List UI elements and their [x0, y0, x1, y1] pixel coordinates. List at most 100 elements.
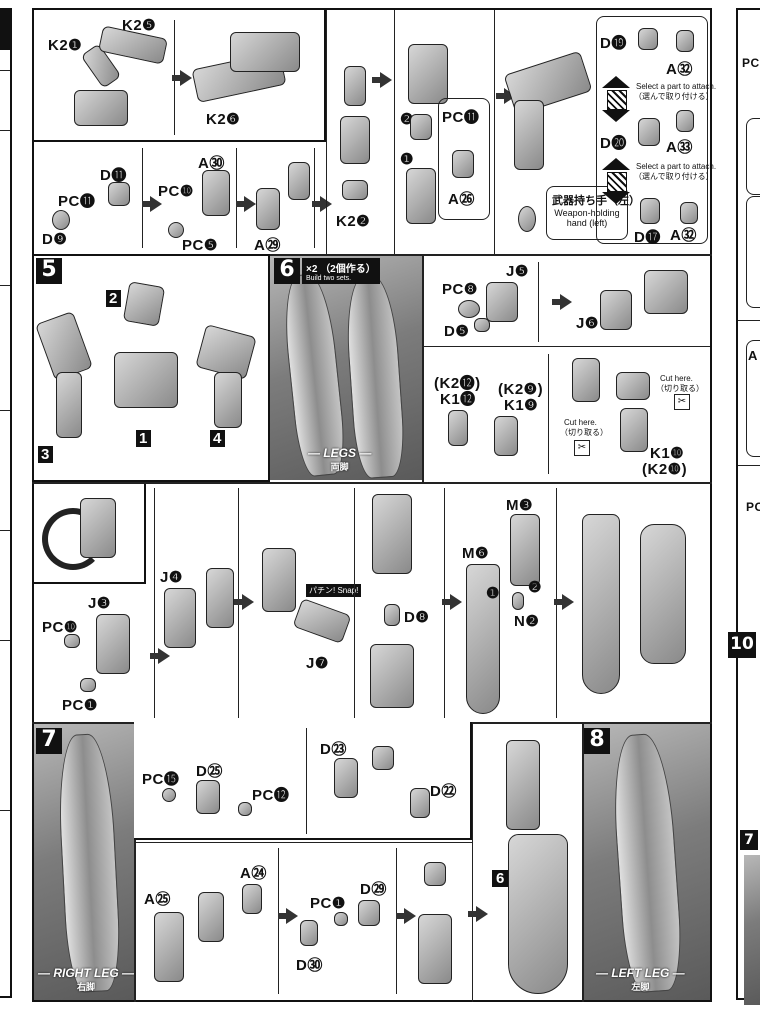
part-label-pc-11: PC⓫ — [58, 193, 96, 210]
part-illustration — [486, 282, 518, 322]
hand-part-illustration — [640, 198, 660, 224]
part-label-d-22: D㉒ — [430, 783, 457, 800]
right-edge-label-a: A — [748, 348, 758, 363]
step4-sub2-panel: PC⓫ D⓫ D❾ PC❿ A㉚ PC❺ A㉙ K2❷ — [34, 142, 374, 254]
part-illustration — [372, 746, 394, 770]
part-illustration — [474, 318, 490, 332]
part-label-d-9: D❾ — [42, 231, 68, 248]
part-label-d-11: D⓫ — [100, 167, 127, 184]
part-illustration — [96, 614, 130, 674]
select-note-jp-2: （選んで取り付ける） — [634, 172, 714, 181]
step7-callout-6: 6 — [492, 870, 509, 887]
part-label-k2-1: K2❶ — [48, 37, 83, 54]
right-leg-caption: — RIGHT LEG — 右脚 — [38, 966, 134, 992]
part-label-a-29: A㉙ — [254, 237, 281, 254]
part-illustration — [600, 290, 632, 330]
step4-sub3-inset-box — [438, 98, 490, 220]
part-illustration — [334, 758, 358, 798]
part-label-pc-10: PC❿ — [158, 183, 194, 200]
step5-callout-2: 2 — [106, 290, 121, 307]
build-two-sets-badge: ×2 （2個作る） Build two sets. — [302, 258, 380, 284]
part-label-d-23: D㉓ — [320, 741, 347, 758]
part-label-pc-11-inset: PC⓫ — [442, 109, 480, 126]
part-illustration — [202, 170, 230, 216]
part-illustration — [256, 188, 280, 230]
part-label-k2-6: K2❻ — [206, 111, 241, 128]
step6-legs-photo: — LEGS — 両脚 — [270, 256, 422, 480]
step6-sub2-panel: (K2⓬) K1⓬ (K2❾) K1❾ Cut here. （切り取る） ✂ C… — [424, 348, 710, 480]
right-edge-step-number-10: 10 — [728, 632, 756, 658]
part-illustration — [230, 32, 300, 72]
flow-arrow — [442, 594, 462, 610]
part-label-a-32: A㉜ — [666, 61, 693, 78]
flow-arrow — [396, 908, 416, 924]
part-illustration — [196, 780, 220, 814]
rotate-hint-box — [34, 484, 146, 584]
part-illustration — [108, 182, 130, 206]
part-illustration — [34, 310, 94, 382]
step6-number: 6 — [274, 258, 300, 284]
step5-number: 5 — [36, 258, 62, 284]
step-order-1: ❶ — [400, 151, 414, 168]
part-label-a-24: A㉔ — [240, 865, 267, 882]
rotate-arrow-icon — [42, 508, 104, 570]
part-illustration — [406, 168, 436, 224]
flow-arrow — [142, 196, 162, 212]
weapon-hand-label-box — [546, 186, 628, 240]
right-edge-label-pc2: PC — [746, 500, 760, 514]
step6-sub1-panel: PC❽ J❺ D❺ J❻ — [424, 256, 710, 346]
part-label-m-6: M❻ — [462, 545, 489, 562]
right-edge-label-pc: PC — [742, 56, 760, 70]
part-label-d-25: D㉕ — [196, 763, 223, 780]
flow-arrow — [150, 648, 170, 664]
part-illustration — [238, 802, 252, 816]
part-illustration — [162, 788, 176, 802]
part-label-m-3: M❸ — [506, 497, 533, 514]
step4-sub1-panel: K2❶ K2❺ K2❻ — [34, 10, 326, 142]
right-edge-strip: PC A PC 10 7 — [728, 8, 760, 1005]
step5-callout-3: 3 — [38, 446, 53, 463]
hand-part-illustration — [638, 28, 658, 50]
select-note-jp: （選んで取り付ける） — [634, 92, 714, 101]
part-illustration — [408, 44, 448, 104]
part-label-d-20: D⓴ — [600, 135, 627, 152]
part-label-a-33: A㉝ — [666, 139, 693, 156]
part-illustration — [300, 920, 318, 946]
select-up-arrow — [602, 158, 630, 170]
part-illustration — [410, 114, 432, 140]
part-label-k2-2: K2❷ — [336, 213, 371, 230]
part-label-pc-5: PC❺ — [182, 237, 218, 254]
part-illustration — [512, 592, 524, 610]
part-label-d-8: D❽ — [404, 609, 430, 626]
hand-part-illustration — [638, 118, 660, 146]
part-illustration — [56, 372, 82, 438]
select-down-arrow — [602, 110, 630, 122]
flow-arrow — [278, 908, 298, 924]
right-edge-step-number-7: 7 — [740, 830, 758, 850]
select-down-arrow — [602, 192, 630, 204]
part-label-j-7: J❼ — [306, 655, 329, 672]
part-label-a-26: A㉖ — [448, 191, 475, 208]
cut-here-label-jp-2: （切り取る） — [560, 428, 608, 437]
part-illustration — [74, 90, 128, 126]
part-label-d-17: D⓱ — [634, 229, 661, 246]
part-illustration — [372, 494, 412, 574]
select-up-arrow — [602, 76, 630, 88]
part-illustration — [52, 210, 70, 230]
step-order-2-b: ❷ — [528, 579, 542, 596]
part-label-pc-10-b: PC❿ — [42, 619, 78, 636]
part-illustration — [506, 740, 540, 830]
part-illustration — [64, 634, 80, 648]
part-illustration — [122, 281, 166, 327]
select-icon — [607, 172, 627, 192]
part-illustration — [518, 206, 536, 232]
part-label-k2-10-paren: (K2❿) — [642, 461, 688, 478]
part-label-pc-12: PC⓬ — [252, 787, 290, 804]
part-label-d-5: D❺ — [444, 323, 470, 340]
part-illustration — [508, 834, 568, 994]
part-illustration — [334, 912, 348, 926]
flow-arrow — [468, 906, 488, 922]
part-label-a-25: A㉕ — [144, 891, 171, 908]
step5-panel: 5 2 1 3 4 — [32, 254, 270, 482]
part-label-j-5: J❺ — [506, 263, 529, 280]
